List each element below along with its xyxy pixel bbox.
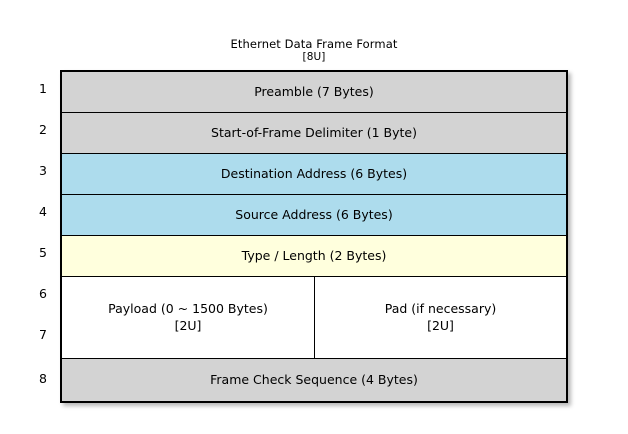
diagram-title-block: Ethernet Data Frame Format [8U]: [60, 37, 568, 64]
row-number-1: 1: [39, 81, 47, 96]
frame-row-destination-address: Destination Address (6 Bytes): [62, 154, 566, 195]
frame-field-payload-label: Payload (0 ~ 1500 Bytes): [108, 301, 268, 316]
frame-row-payload-pad: Payload (0 ~ 1500 Bytes) [2U] Pad (if ne…: [62, 277, 566, 359]
frame-field-frame-check-sequence: Frame Check Sequence (4 Bytes): [62, 359, 566, 401]
frame-row-type-length: Type / Length (2 Bytes): [62, 236, 566, 277]
page-subtitle: [8U]: [302, 51, 326, 64]
row-number-gutter: 1 2 3 4 5 6 7 8: [30, 70, 56, 398]
frame-field-preamble: Preamble (7 Bytes): [62, 72, 566, 112]
row-number-6: 6: [39, 286, 47, 301]
frame-row-preamble: Preamble (7 Bytes): [62, 72, 566, 113]
frame-field-payload-sublabel: [2U]: [174, 317, 202, 333]
frame-field-pad-sublabel: [2U]: [427, 317, 454, 333]
row-number-7: 7: [39, 327, 47, 342]
frame-field-pad-label: Pad (if necessary): [384, 301, 497, 316]
frame-field-destination-address: Destination Address (6 Bytes): [62, 154, 566, 194]
row-number-4: 4: [39, 204, 47, 219]
row-number-8: 8: [39, 371, 47, 386]
frame-field-type-length: Type / Length (2 Bytes): [62, 236, 566, 276]
frame-field-pad: Pad (if necessary) [2U]: [315, 277, 566, 358]
frame-row-sfd: Start-of-Frame Delimiter (1 Byte): [62, 113, 566, 154]
frame-field-start-of-frame-delimiter: Start-of-Frame Delimiter (1 Byte): [62, 113, 566, 153]
row-number-5: 5: [39, 245, 47, 260]
frame-row-frame-check-sequence: Frame Check Sequence (4 Bytes): [62, 359, 566, 401]
row-number-3: 3: [39, 163, 47, 178]
ethernet-frame-table: Preamble (7 Bytes) Start-of-Frame Delimi…: [60, 70, 568, 403]
frame-field-source-address: Source Address (6 Bytes): [62, 195, 566, 235]
row-number-2: 2: [39, 122, 47, 137]
frame-field-payload: Payload (0 ~ 1500 Bytes) [2U]: [62, 277, 315, 358]
frame-row-source-address: Source Address (6 Bytes): [62, 195, 566, 236]
page-title: Ethernet Data Frame Format: [230, 37, 398, 51]
